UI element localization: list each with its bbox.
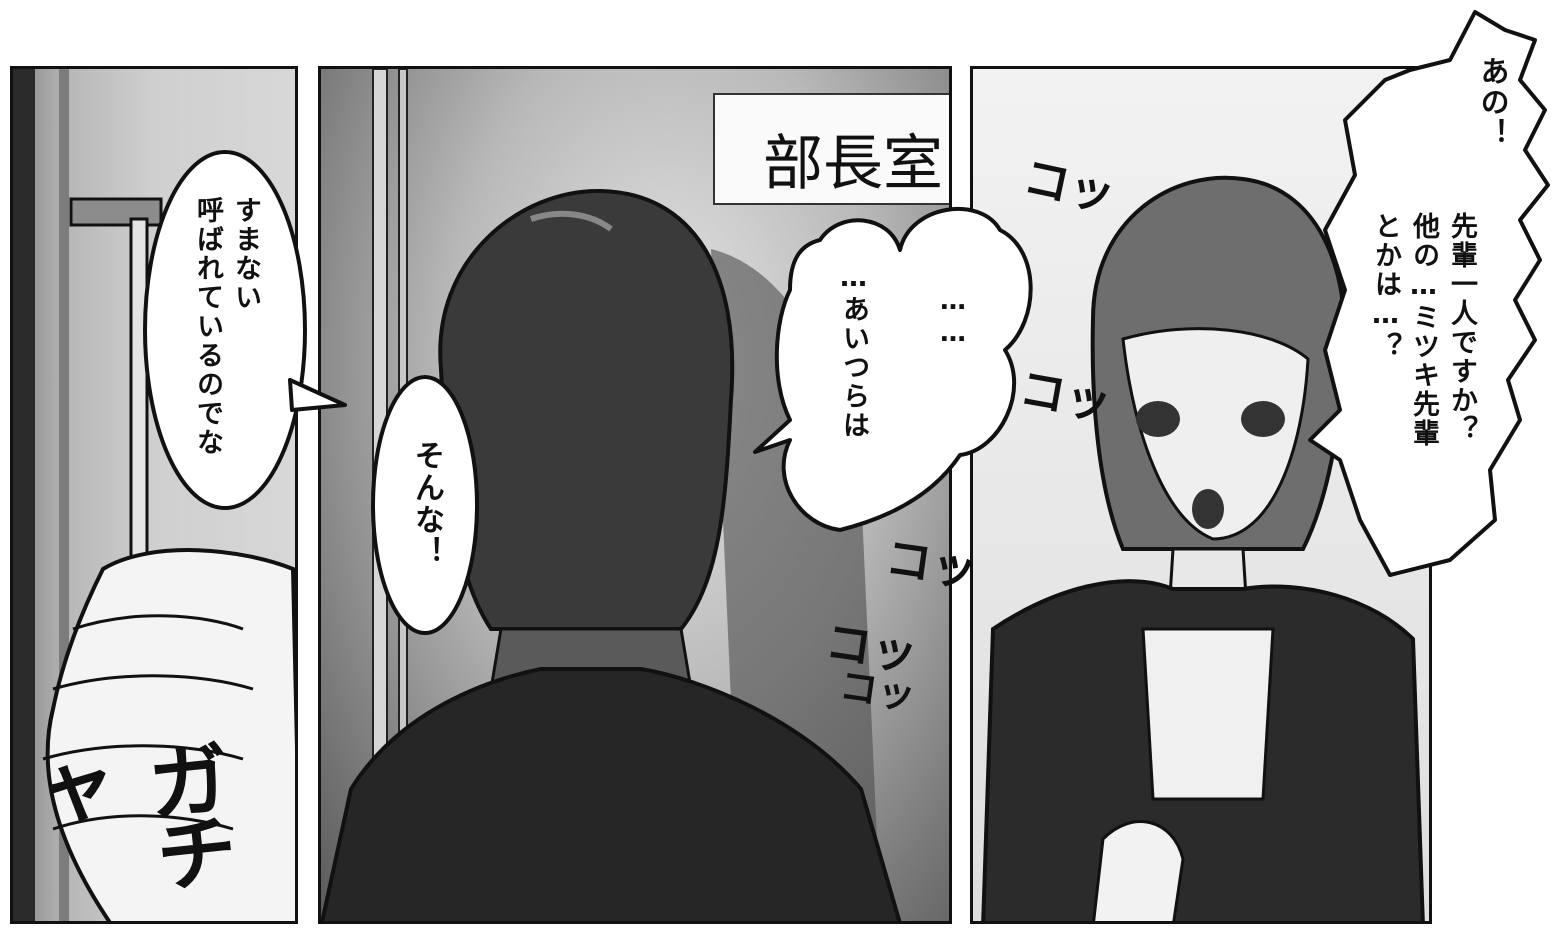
speech-balloon-3-4 [753,207,1033,532]
office-sign: 部長室 [713,93,949,205]
balloon-5-line-1: あの！ [1476,56,1510,149]
balloon-3-line-1: …… [938,286,968,350]
balloon-6-line-1: 先輩一人ですか？ [1446,212,1477,444]
balloon-2-line-1: そんな！ [409,440,444,568]
sfx-kotsu-3: コッ [882,530,981,598]
balloon-4-line-1: …あいつらは [838,262,869,440]
door-handle-illustration [42,69,295,921]
speech-balloon-1 [143,150,347,510]
balloon-1-line-1: すまない [230,196,261,312]
balloon-6-line-2: 他の…ミツキ先輩 [1408,212,1439,448]
balloon-1-line-2: 呼ばれているのでな [192,196,223,457]
speech-balloon-2 [371,375,479,635]
sfx-kotsu-5: コッ [836,663,919,719]
sfx-gacha: ガチャ [10,735,239,889]
balloon-6-line-3: とかは…？ [1370,212,1401,361]
speech-balloon-5-6 [1308,10,1550,577]
office-sign-text: 部長室 [763,129,943,199]
